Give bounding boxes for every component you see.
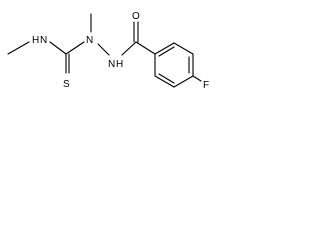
ring-inner-3 (158, 73, 175, 84)
bond-carbonyl-ring (135, 41, 156, 55)
ring-bond-2 (173, 42, 194, 55)
bond-ring-f (192, 75, 202, 82)
bond-n-nh (97, 43, 110, 56)
bond-methyl-nh (7, 41, 30, 55)
atom-oxygen: O (132, 11, 140, 22)
bond-nh-carbonyl (121, 41, 137, 56)
ring-inner-1 (158, 46, 175, 57)
ring-bond-4 (173, 75, 194, 88)
atom-h-left: H (32, 35, 39, 46)
structure-canvas: H N N N H S O F (0, 0, 249, 113)
bond-c-n (65, 41, 85, 55)
atom-n-left: N (40, 35, 47, 46)
chemical-structure: H N N N H S O F (7, 11, 209, 91)
ring-bond-5 (154, 75, 175, 88)
bond-nh-c (49, 41, 67, 55)
atom-n-right: N (108, 59, 115, 70)
atom-fluorine: F (203, 80, 209, 91)
ring-bond-1 (154, 42, 175, 55)
atom-sulfur: S (63, 79, 70, 90)
atom-h-right: H (116, 59, 123, 70)
atom-n-methyl: N (86, 35, 93, 46)
